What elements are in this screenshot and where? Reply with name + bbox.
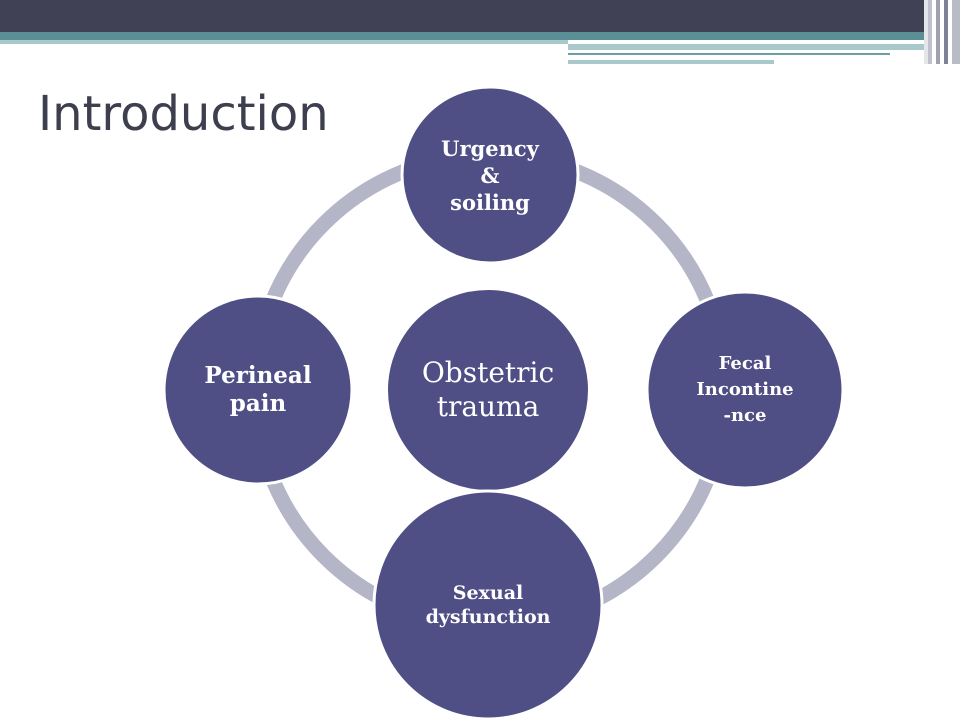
center-node-obstetric-trauma: [386, 288, 590, 492]
slide-title: Introduction: [38, 86, 329, 142]
teal-band: [0, 32, 960, 40]
node-fecal-incontinence: [645, 290, 845, 490]
top-decorative-bar: [0, 0, 960, 32]
teal-band-light-right: [568, 44, 960, 50]
right-edge-stripes: [924, 0, 960, 64]
node-urgency-soiling: [400, 85, 580, 265]
thin-teal-line: [568, 53, 890, 55]
thin-teal-line-short: [568, 60, 774, 64]
node-sexual-dysfunction: [372, 489, 604, 720]
teal-band-light-left: [0, 40, 568, 44]
node-perineal-pain: [162, 294, 354, 486]
